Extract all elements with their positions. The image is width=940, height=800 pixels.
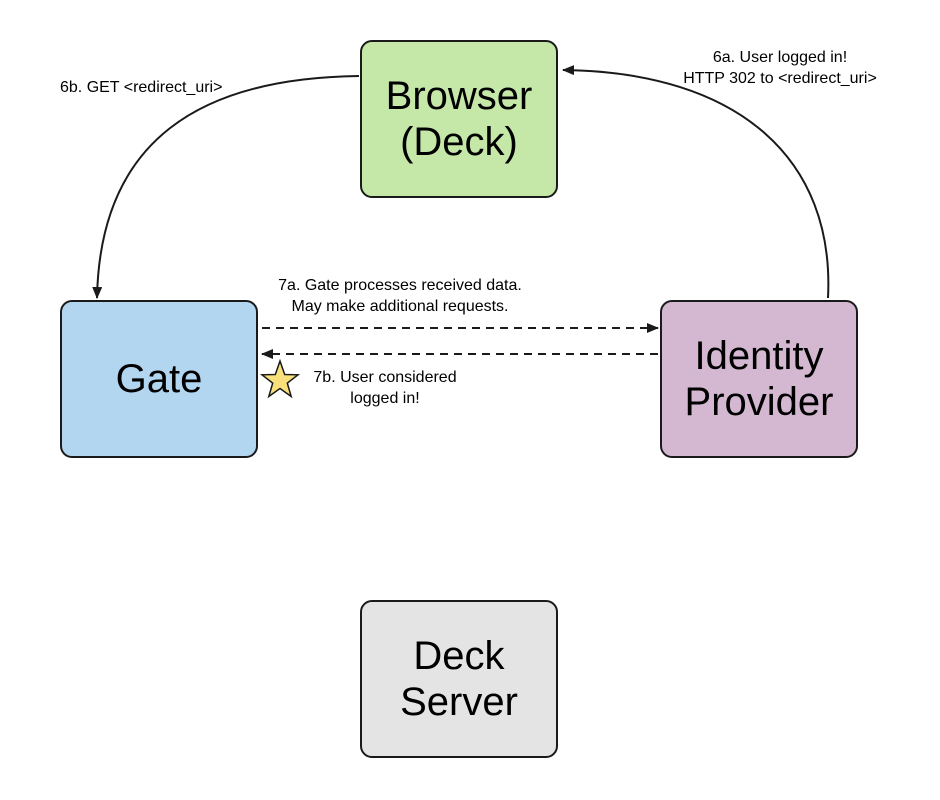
deck-server-node-label: Deck Server	[400, 634, 518, 724]
edge-7a-label: 7a. Gate processes received data. May ma…	[278, 277, 522, 315]
gate-node: Gate	[60, 300, 258, 458]
edge-7b-label: 7b. User considered logged in!	[313, 369, 457, 407]
edge-6b-label: 6b. GET <redirect_uri>	[60, 79, 223, 96]
browser-node-label: Browser (Deck)	[385, 74, 533, 164]
deck-server-node: Deck Server	[360, 600, 558, 758]
star-icon	[259, 358, 301, 399]
identity-provider-node: Identity Provider	[660, 300, 858, 458]
edge-6a-arrow	[562, 65, 830, 299]
gate-node-label: Gate	[115, 357, 203, 401]
browser-node: Browser (Deck)	[360, 40, 558, 198]
edge-6a-label: 6a. User logged in! HTTP 302 to <redirec…	[683, 49, 877, 87]
identity-provider-node-label: Identity Provider	[684, 334, 834, 424]
edge-6b-arrow	[92, 75, 360, 299]
